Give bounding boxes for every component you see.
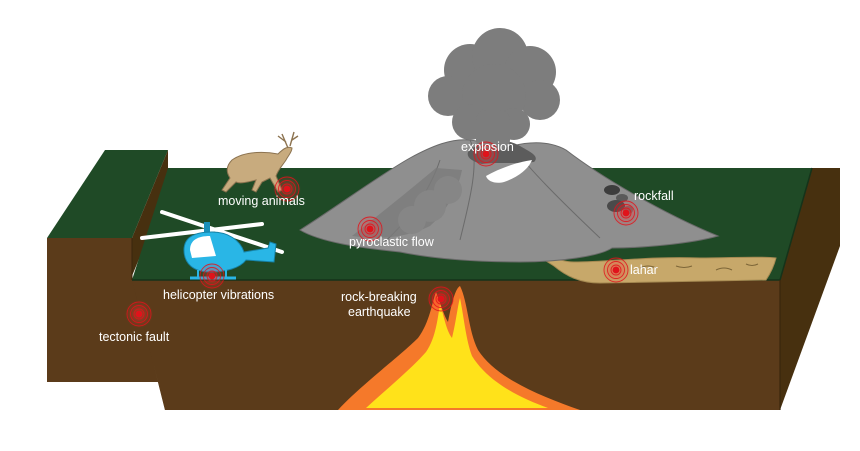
signal-sources: [125, 140, 640, 328]
label-rockfall: rockfall: [634, 189, 674, 203]
signal-source-icon-lahar: [602, 256, 630, 284]
label-explosion: explosion: [461, 140, 514, 154]
signal-source-icon-moving-animals: [273, 175, 301, 203]
label-tectonic-fault: tectonic fault: [99, 330, 170, 344]
label-pyroclastic-flow: pyroclastic flow: [349, 235, 435, 249]
lahar-flow: [521, 245, 777, 284]
signal-source-icon-rockfall: [612, 199, 640, 227]
labels: explosion rockfall moving animals pyrocl…: [99, 140, 674, 344]
signal-source-icon-pyroclastic-flow: [356, 215, 384, 243]
signal-source-icon-helicopter-vibrations: [198, 262, 226, 290]
magma-icon: [338, 286, 580, 410]
fault-block-front: [47, 238, 165, 410]
fault-block-top: [47, 150, 168, 238]
label-lahar: lahar: [630, 263, 658, 277]
label-moving-animals: moving animals: [218, 194, 305, 208]
signal-source-icon-explosion: [472, 140, 500, 168]
signal-source-icon-tectonic-fault: [125, 300, 153, 328]
ash-plume-icon: [398, 28, 560, 234]
label-earthquake: earthquake: [348, 305, 411, 319]
fault-block-side: [132, 150, 168, 276]
deer-icon: [221, 131, 299, 193]
label-helicopter-vibrations: helicopter vibrations: [163, 288, 274, 302]
label-rock-breaking: rock-breaking: [341, 290, 417, 304]
signal-source-icon-rock-breaking-earthquake: [427, 285, 455, 313]
